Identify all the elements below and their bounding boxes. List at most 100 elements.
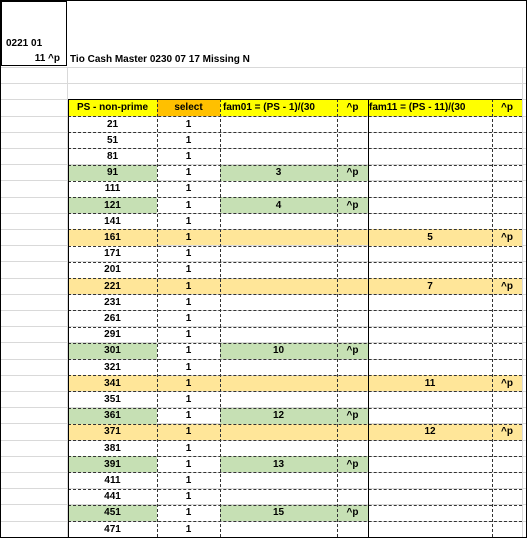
table-row-fam11[interactable] — [368, 165, 492, 181]
table-row-fam01[interactable] — [220, 213, 337, 229]
table-row-fam01[interactable] — [220, 181, 337, 197]
table-row-select[interactable]: 1 — [185, 329, 192, 341]
table-row-fam11[interactable] — [368, 343, 492, 359]
table-row-ps[interactable]: 291 — [104, 329, 121, 341]
header-select[interactable]: select — [157, 99, 220, 116]
table-row-select[interactable]: 1 — [185, 410, 192, 422]
table-row-ps[interactable]: 351 — [104, 393, 121, 405]
table-row-fam11[interactable] — [368, 408, 492, 424]
table-row-fam01-mark[interactable]: ^p — [337, 164, 368, 181]
table-row-fam01-mark[interactable] — [337, 132, 368, 148]
table-row-fam01[interactable] — [220, 116, 337, 132]
table-row-fam01-mark[interactable] — [337, 262, 368, 278]
table-row-fam01[interactable] — [220, 262, 337, 278]
table-row-fam11-mark[interactable] — [492, 327, 522, 343]
table-row-select[interactable]: 1 — [185, 231, 192, 243]
table-row-fam11-mark[interactable]: ^p — [492, 423, 522, 440]
table-row-fam11-mark[interactable] — [492, 116, 522, 132]
table-row-fam11[interactable] — [368, 489, 492, 505]
table-row-fam11-mark[interactable] — [492, 456, 522, 472]
header-fam01-mark[interactable]: ^p — [337, 99, 368, 116]
table-row-ps[interactable]: 21 — [106, 118, 119, 130]
table-row-fam01[interactable] — [220, 132, 337, 148]
table-row-fam11[interactable] — [368, 359, 492, 375]
table-row-fam11-mark[interactable]: ^p — [492, 278, 522, 295]
table-row-fam11-mark[interactable] — [492, 391, 522, 407]
table-row-fam11[interactable] — [368, 456, 492, 472]
table-row-ps[interactable]: 201 — [104, 264, 121, 276]
table-row-fam01[interactable] — [220, 440, 337, 456]
table-row-fam11[interactable] — [368, 181, 492, 197]
table-row-ps[interactable]: 301 — [68, 342, 157, 359]
table-row-select[interactable]: 1 — [185, 264, 192, 276]
table-row-ps[interactable]: 471 — [104, 523, 121, 535]
table-row-ps[interactable]: 341 — [68, 375, 157, 392]
table-row-fam11-mark[interactable] — [492, 472, 522, 488]
table-row-select[interactable]: 1 — [185, 150, 192, 162]
table-row-fam11-mark[interactable] — [492, 246, 522, 262]
table-row-ps[interactable]: 321 — [104, 361, 121, 373]
table-row-fam01-mark[interactable] — [337, 424, 368, 440]
table-row-fam01-mark[interactable] — [337, 440, 368, 456]
table-row-select[interactable]: 1 — [185, 458, 192, 470]
table-row-fam01-mark[interactable] — [337, 229, 368, 245]
table-row-select[interactable]: 1 — [185, 426, 192, 438]
table-row-ps[interactable]: 81 — [106, 150, 119, 162]
table-row-select[interactable]: 1 — [185, 312, 192, 324]
table-row-fam01-mark[interactable] — [337, 246, 368, 262]
table-row-fam01[interactable] — [220, 148, 337, 164]
table-row-fam01-mark[interactable] — [337, 310, 368, 326]
table-row-fam01[interactable]: 13 — [220, 456, 337, 473]
table-row-fam01-mark[interactable]: ^p — [337, 407, 368, 424]
table-row-fam11-mark[interactable] — [492, 262, 522, 278]
table-row-fam11[interactable] — [368, 246, 492, 262]
table-row-fam01[interactable] — [220, 424, 337, 440]
table-row-fam01[interactable] — [220, 246, 337, 262]
table-row-fam11[interactable] — [368, 213, 492, 229]
table-row-fam11[interactable] — [368, 472, 492, 488]
table-row-select[interactable]: 1 — [185, 474, 192, 486]
table-row-select[interactable]: 1 — [185, 183, 192, 195]
table-row-fam11-mark[interactable] — [492, 505, 522, 521]
table-row-fam01[interactable] — [220, 278, 337, 294]
table-row-fam01-mark[interactable] — [337, 375, 368, 391]
table-row-fam11[interactable]: 5 — [368, 229, 492, 246]
table-row-select[interactable]: 1 — [185, 393, 192, 405]
table-row-fam01-mark[interactable] — [337, 294, 368, 310]
table-row-fam11-mark[interactable]: ^p — [492, 375, 522, 392]
table-row-fam01-mark[interactable] — [337, 489, 368, 505]
table-row-fam11-mark[interactable] — [492, 359, 522, 375]
table-row-fam01[interactable] — [220, 472, 337, 488]
table-row-fam01-mark[interactable]: ^p — [337, 342, 368, 359]
table-row-fam01[interactable] — [220, 294, 337, 310]
table-row-ps[interactable]: 141 — [104, 215, 121, 227]
top-left-cell[interactable]: 0221 01 11 ^p — [1, 1, 67, 66]
table-row-fam01[interactable]: 10 — [220, 342, 337, 359]
table-row-fam01[interactable] — [220, 391, 337, 407]
table-row-fam11[interactable] — [368, 440, 492, 456]
table-row-select[interactable]: 1 — [185, 361, 192, 373]
table-row-fam11-mark[interactable] — [492, 521, 522, 537]
table-row-fam01[interactable] — [220, 521, 337, 537]
table-row-select[interactable]: 1 — [185, 215, 192, 227]
table-row-fam11[interactable] — [368, 310, 492, 326]
table-row-fam11-mark[interactable] — [492, 440, 522, 456]
table-row-ps[interactable]: 451 — [68, 504, 157, 521]
table-row-fam01-mark[interactable]: ^p — [337, 504, 368, 521]
table-row-ps[interactable]: 391 — [68, 456, 157, 473]
table-row-ps[interactable]: 91 — [68, 164, 157, 181]
table-row-select[interactable]: 1 — [185, 507, 192, 519]
table-row-fam01-mark[interactable] — [337, 278, 368, 294]
table-row-fam01[interactable]: 12 — [220, 407, 337, 424]
table-row-ps[interactable]: 381 — [104, 442, 121, 454]
table-row-fam01-mark[interactable] — [337, 116, 368, 132]
table-row-ps[interactable]: 51 — [106, 134, 119, 146]
table-row-ps[interactable]: 371 — [68, 423, 157, 440]
table-row-fam11-mark[interactable] — [492, 181, 522, 197]
table-row-fam11[interactable] — [368, 391, 492, 407]
table-row-fam11-mark[interactable] — [492, 213, 522, 229]
table-row-fam11[interactable] — [368, 132, 492, 148]
table-row-fam11-mark[interactable] — [492, 165, 522, 181]
table-row-fam11[interactable] — [368, 327, 492, 343]
table-row-ps[interactable]: 261 — [104, 312, 121, 324]
